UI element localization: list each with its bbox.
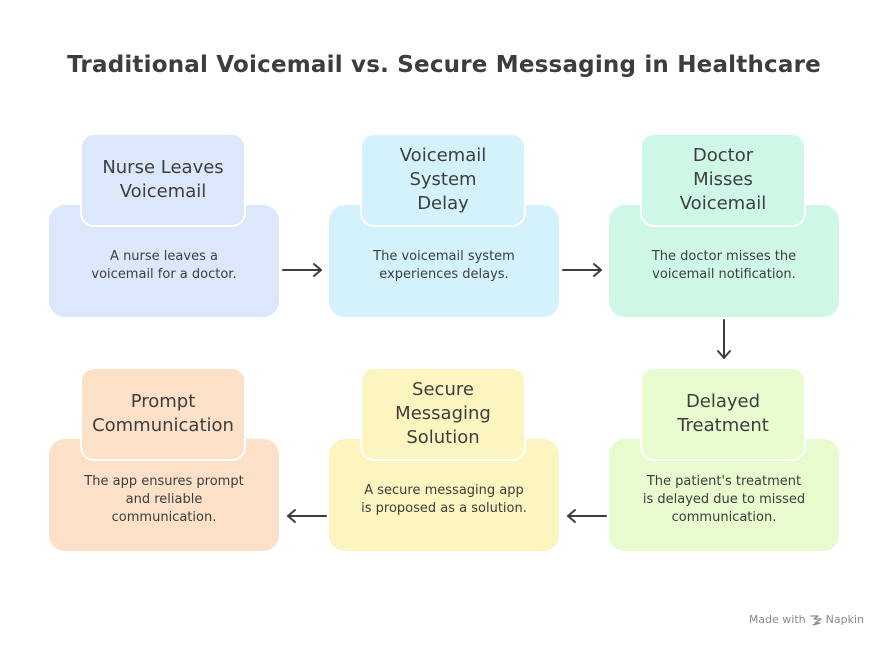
step-heading-box: Doctor Misses Voicemail xyxy=(640,133,806,227)
step-description-box: The patient's treatment is delayed due t… xyxy=(627,439,821,551)
step-description: The voicemail system experiences delays. xyxy=(373,249,515,282)
made-with-label: Made with xyxy=(748,613,806,626)
step-card-prompt-communication: Prompt Communication The app ensures pro… xyxy=(49,367,279,607)
step-description-box: A nurse leaves a voicemail for a doctor. xyxy=(67,205,261,317)
step-description: A secure messaging app is proposed as a … xyxy=(361,483,527,516)
napkin-logo-icon xyxy=(809,614,822,626)
step-heading: Voicemail System Delay xyxy=(399,145,487,214)
step-description-box: The app ensures prompt and reliable comm… xyxy=(67,439,261,551)
arrow-left-icon xyxy=(285,508,327,524)
step-description: A nurse leaves a voicemail for a doctor. xyxy=(91,249,237,282)
napkin-brand-label: Napkin xyxy=(825,613,864,626)
step-heading-box: Secure Messaging Solution xyxy=(360,367,526,461)
step-description-box: A secure messaging app is proposed as a … xyxy=(347,439,541,551)
step-card-nurse-leaves-voicemail: Nurse Leaves Voicemail A nurse leaves a … xyxy=(49,133,279,373)
arrow-down-icon xyxy=(716,319,732,361)
step-description-box: The voicemail system experiences delays. xyxy=(347,205,541,317)
made-with-napkin-footer[interactable]: Made with Napkin xyxy=(749,613,864,626)
step-heading: Prompt Communication xyxy=(92,391,234,436)
step-heading: Delayed Treatment xyxy=(677,391,769,436)
arrow-right-icon xyxy=(282,262,324,278)
step-heading-box: Prompt Communication xyxy=(80,367,246,461)
step-description: The doctor misses the voicemail notifica… xyxy=(651,249,797,282)
step-card-voicemail-system-delay: Voicemail System Delay The voicemail sys… xyxy=(329,133,559,373)
step-heading: Nurse Leaves Voicemail xyxy=(102,157,224,202)
step-card-secure-messaging-solution: Secure Messaging Solution A secure messa… xyxy=(329,367,559,607)
arrow-left-icon xyxy=(565,508,607,524)
step-heading: Doctor Misses Voicemail xyxy=(679,145,767,214)
step-heading-box: Nurse Leaves Voicemail xyxy=(80,133,246,227)
step-description: The app ensures prompt and reliable comm… xyxy=(84,474,244,525)
step-heading-box: Voicemail System Delay xyxy=(360,133,526,227)
step-description: The patient's treatment is delayed due t… xyxy=(642,474,806,525)
step-heading-box: Delayed Treatment xyxy=(640,367,806,461)
step-description-box: The doctor misses the voicemail notifica… xyxy=(627,205,821,317)
step-card-doctor-misses-voicemail: Doctor Misses Voicemail The doctor misse… xyxy=(609,133,839,373)
arrow-right-icon xyxy=(562,262,604,278)
step-heading: Secure Messaging Solution xyxy=(395,379,491,448)
step-card-delayed-treatment: Delayed Treatment The patient's treatmen… xyxy=(609,367,839,607)
diagram-title: Traditional Voicemail vs. Secure Messagi… xyxy=(67,52,821,78)
